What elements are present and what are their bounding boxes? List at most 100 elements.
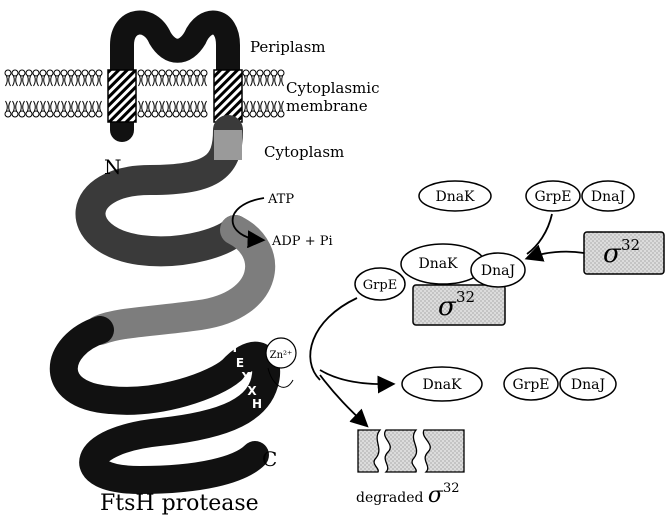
n-terminus-label: N bbox=[104, 155, 122, 179]
lipid-tail bbox=[167, 76, 172, 86]
lipid-head bbox=[40, 111, 46, 117]
lipid-tail bbox=[90, 76, 95, 86]
lipid-tail bbox=[195, 76, 200, 86]
lipid-tail bbox=[6, 76, 11, 86]
lipid-tail bbox=[272, 76, 277, 86]
lipid-tail bbox=[195, 101, 200, 111]
lipid-tail bbox=[62, 101, 67, 111]
dnak-bound-label: DnaK bbox=[418, 256, 458, 272]
lipid-head bbox=[278, 111, 284, 117]
chaperone-row-released: DnaK GrpE DnaJ bbox=[402, 367, 616, 401]
motif-letter: X bbox=[241, 370, 251, 384]
lipid-tail bbox=[76, 76, 81, 86]
fragment-2 bbox=[385, 430, 417, 472]
binding-arrow-from-sigma bbox=[528, 252, 584, 258]
dnaj-bound-label: DnaJ bbox=[481, 263, 515, 279]
lipid-tail bbox=[153, 76, 158, 86]
lipid-head bbox=[33, 111, 39, 117]
lipid-tail bbox=[174, 101, 179, 111]
lipid-head bbox=[96, 70, 102, 76]
lipid-head bbox=[138, 70, 144, 76]
transmembrane-helix-1 bbox=[108, 70, 136, 122]
lipid-head bbox=[194, 70, 200, 76]
lipid-tail bbox=[146, 101, 151, 111]
lipid-tail bbox=[41, 101, 46, 111]
lipid-head bbox=[54, 70, 60, 76]
lipid-head bbox=[264, 70, 270, 76]
lipid-head bbox=[12, 70, 18, 76]
release-arrow bbox=[320, 370, 392, 384]
degraded-sigma32-fragments bbox=[358, 430, 464, 472]
lipid-head bbox=[243, 70, 249, 76]
lipid-tail bbox=[6, 101, 11, 111]
lipid-head bbox=[173, 111, 179, 117]
sigma32-free-superscript: 32 bbox=[621, 236, 640, 254]
lipid-tail bbox=[20, 101, 25, 111]
lipid-head bbox=[187, 111, 193, 117]
lipid-head bbox=[68, 111, 74, 117]
lipid-head bbox=[152, 70, 158, 76]
lipid-tail bbox=[97, 76, 102, 86]
lipid-tail bbox=[20, 76, 25, 86]
lipid-tail bbox=[76, 101, 81, 111]
lipid-tail bbox=[153, 101, 158, 111]
lipid-tail bbox=[146, 76, 151, 86]
dnaj-released-label: DnaJ bbox=[571, 377, 605, 393]
lipid-tail bbox=[62, 76, 67, 86]
lipid-tail bbox=[13, 76, 18, 86]
cytoplasmic-cap bbox=[214, 130, 242, 160]
lipid-head bbox=[47, 70, 53, 76]
motif-letter: E bbox=[236, 356, 244, 370]
lipid-head bbox=[33, 70, 39, 76]
lipid-tail bbox=[34, 101, 39, 111]
lipid-head bbox=[89, 111, 95, 117]
lipid-tail bbox=[174, 76, 179, 86]
lipid-head bbox=[145, 70, 151, 76]
degradation-arrow-stem bbox=[310, 298, 357, 380]
lipid-tail bbox=[258, 101, 263, 111]
lipid-tail bbox=[244, 76, 249, 86]
lipid-head bbox=[243, 111, 249, 117]
lipid-tail bbox=[167, 101, 172, 111]
fragment-1 bbox=[358, 430, 380, 472]
lipid-tail bbox=[160, 101, 165, 111]
chaperone-sigma-complex: σ 32 DnaK DnaJ GrpE bbox=[355, 244, 525, 325]
lipid-tail bbox=[279, 76, 284, 86]
degraded-sigma-superscript: 32 bbox=[443, 481, 460, 496]
lipid-head bbox=[145, 111, 151, 117]
lipid-head bbox=[201, 111, 207, 117]
lipid-head bbox=[26, 111, 32, 117]
lipid-head bbox=[257, 111, 263, 117]
lipid-head bbox=[194, 111, 200, 117]
lipid-tail bbox=[55, 101, 60, 111]
sigma32-free: σ 32 bbox=[584, 232, 664, 274]
lipid-tail bbox=[139, 76, 144, 86]
lipid-tail bbox=[202, 101, 207, 111]
lipid-tail bbox=[279, 101, 284, 111]
lipid-head bbox=[250, 111, 256, 117]
lipid-tail bbox=[181, 101, 186, 111]
lipid-tail bbox=[41, 76, 46, 86]
lipid-tail bbox=[97, 101, 102, 111]
lipid-tail bbox=[272, 101, 277, 111]
cytoplasm-label: Cytoplasm bbox=[264, 143, 344, 161]
cytoplasmic-domain-upper bbox=[90, 130, 235, 251]
lipid-tail bbox=[13, 101, 18, 111]
zinc-label: Zn²⁺ bbox=[270, 350, 293, 361]
lipid-tail bbox=[202, 76, 207, 86]
lipid-tail bbox=[69, 76, 74, 86]
lipid-tail bbox=[181, 76, 186, 86]
lipid-head bbox=[159, 70, 165, 76]
dnak-free-label: DnaK bbox=[435, 189, 475, 205]
lipid-head bbox=[68, 70, 74, 76]
degraded-label: degraded σ32 bbox=[356, 481, 460, 508]
grpe-bound-label: GrpE bbox=[363, 278, 397, 293]
lipid-tail bbox=[83, 76, 88, 86]
lipid-head bbox=[61, 111, 67, 117]
motif-letter: H bbox=[252, 397, 262, 411]
lipid-head bbox=[159, 111, 165, 117]
lipid-head bbox=[26, 70, 32, 76]
lipid-head bbox=[82, 70, 88, 76]
lipid-tail bbox=[90, 101, 95, 111]
